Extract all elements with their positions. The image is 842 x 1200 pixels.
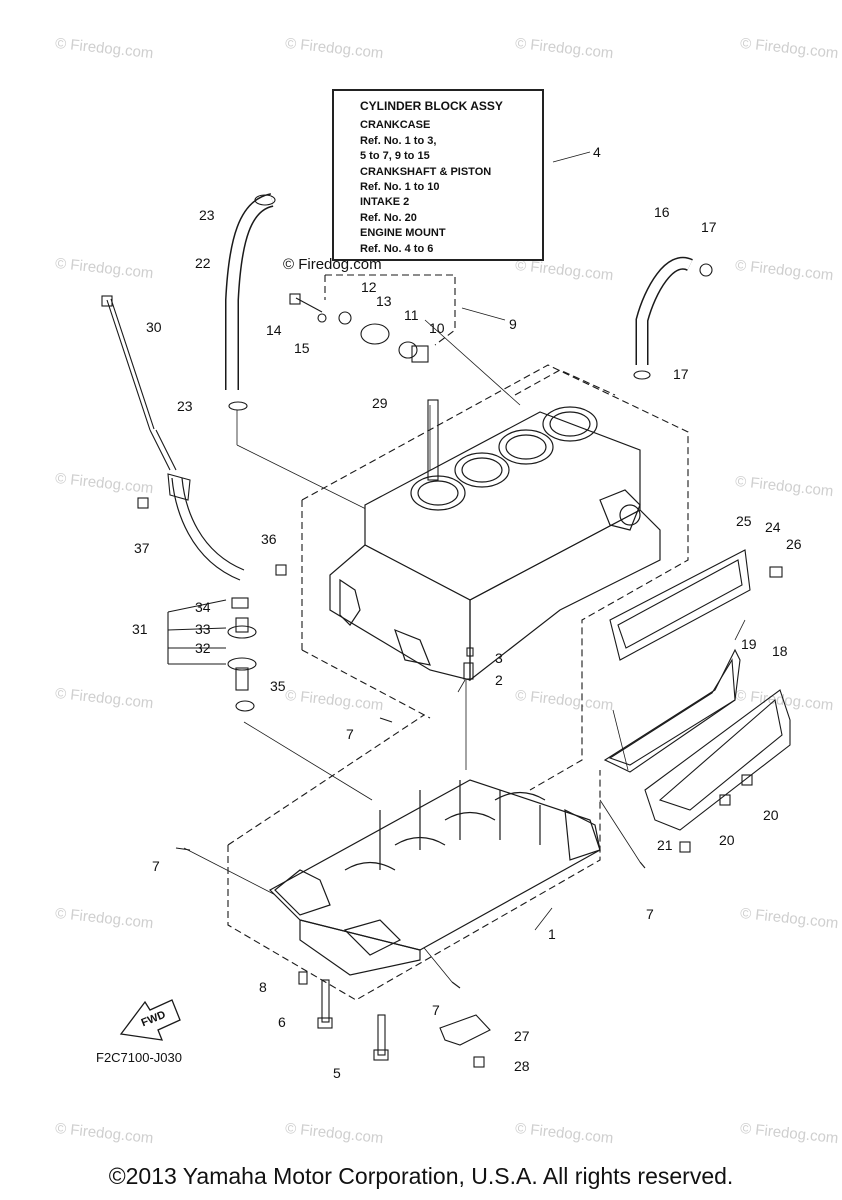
callout-23[interactable]: 23 [177, 398, 193, 414]
callout-6[interactable]: 6 [278, 1014, 286, 1030]
callout-24[interactable]: 24 [765, 519, 781, 535]
legend-line: Ref. No. 1 to 3, [360, 134, 437, 147]
callout-8[interactable]: 8 [259, 979, 267, 995]
callout-33[interactable]: 33 [195, 621, 211, 637]
fwd-arrow-icon [119, 999, 181, 1041]
cylinder-block-drawing [329, 406, 661, 682]
callout-18[interactable]: 18 [772, 643, 788, 659]
callout-28[interactable]: 28 [514, 1058, 530, 1074]
callout-9[interactable]: 9 [509, 316, 517, 332]
leader-lines [183, 151, 746, 983]
callout-7[interactable]: 7 [432, 1002, 440, 1018]
copyright-notice: ©2013 Yamaha Motor Corporation, U.S.A. A… [108, 1163, 734, 1189]
callout-4[interactable]: 4 [593, 144, 601, 160]
callout-35[interactable]: 35 [270, 678, 286, 694]
clamps-drawing [228, 194, 713, 411]
callout-16[interactable]: 16 [654, 204, 670, 220]
callout-7[interactable]: 7 [646, 906, 654, 922]
callout-21[interactable]: 21 [657, 837, 673, 853]
callout-31[interactable]: 31 [132, 621, 148, 637]
callout-7[interactable]: 7 [346, 726, 354, 742]
callout-12[interactable]: 12 [361, 279, 377, 295]
assembly-legend: CYLINDER BLOCK ASSY CRANKCASE Ref. No. 1… [332, 89, 544, 261]
callout-20[interactable]: 20 [763, 807, 779, 823]
callout-13[interactable]: 13 [376, 293, 392, 309]
legend-line: Ref. No. 1 to 10 [360, 181, 440, 194]
callout-10[interactable]: 10 [429, 320, 445, 336]
callout-15[interactable]: 15 [294, 340, 310, 356]
upper-block-outline [227, 274, 689, 1001]
legend-line: CRANKSHAFT & PISTON [360, 165, 492, 178]
legend-line: Ref. No. 4 to 6 [360, 242, 434, 255]
legend-line: ENGINE MOUNT [360, 227, 446, 240]
legend-title: CYLINDER BLOCK ASSY [360, 99, 503, 113]
callout-5[interactable]: 5 [333, 1065, 341, 1081]
legend-line: Ref. No. 20 [360, 211, 417, 224]
intake-parts-drawing [289, 293, 429, 363]
callout-17[interactable]: 17 [673, 366, 689, 382]
callout-25[interactable]: 25 [736, 513, 752, 529]
callout-30[interactable]: 30 [146, 319, 162, 335]
callout-36[interactable]: 36 [261, 531, 277, 547]
callout-20[interactable]: 20 [719, 832, 735, 848]
callout-19[interactable]: 19 [741, 636, 757, 652]
drawing-code: F2C7100-J030 [96, 1050, 182, 1065]
callout-7[interactable]: 7 [152, 858, 160, 874]
callout-17[interactable]: 17 [701, 219, 717, 235]
dipstick-drawing [101, 295, 245, 581]
callout-26[interactable]: 26 [786, 536, 802, 552]
legend-line: CRANKCASE [360, 119, 431, 132]
callout-27[interactable]: 27 [514, 1028, 530, 1044]
callout-22[interactable]: 22 [195, 255, 211, 271]
callout-2[interactable]: 2 [495, 672, 503, 688]
callout-14[interactable]: 14 [266, 322, 282, 338]
legend-line: 5 to 7, 9 to 15 [360, 150, 430, 163]
callout-32[interactable]: 32 [195, 640, 211, 656]
bolts-drawing [137, 399, 783, 1068]
callout-1[interactable]: 1 [548, 926, 556, 942]
callout-11[interactable]: 11 [404, 307, 419, 323]
legend-line: INTAKE 2 [360, 196, 410, 209]
callout-23[interactable]: 23 [199, 207, 215, 223]
oil-pipe-parts-drawing [167, 597, 257, 712]
crankcase-drawing [269, 779, 601, 976]
cover-and-gasket-drawing [603, 549, 791, 831]
callout-3[interactable]: 3 [495, 650, 503, 666]
callout-29[interactable]: 29 [372, 395, 388, 411]
callout-34[interactable]: 34 [195, 599, 211, 615]
callout-37[interactable]: 37 [134, 540, 150, 556]
